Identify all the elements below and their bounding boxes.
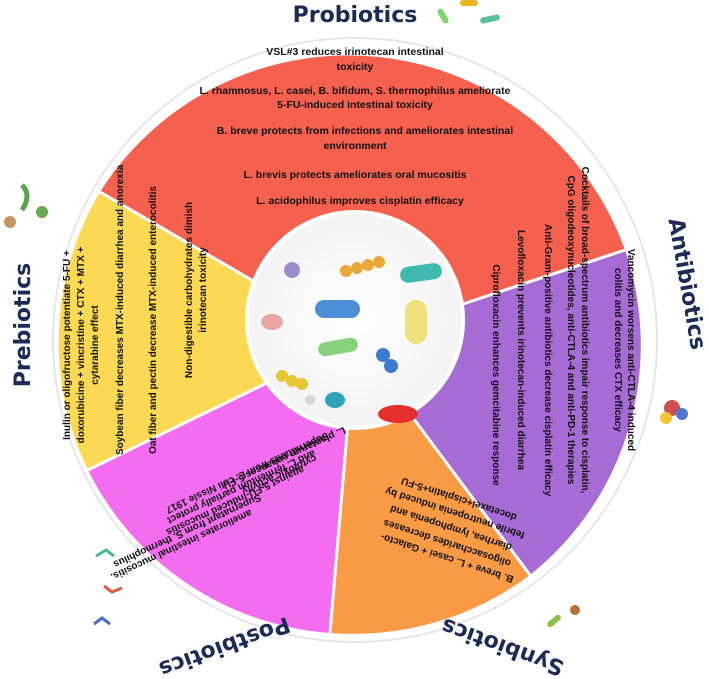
prebiotics-line-3: cytarabine effect — [90, 305, 101, 385]
antibiotics-line-4: CpG oligodeoxynucleotides, anti-CTLA-4 a… — [565, 176, 576, 485]
title-probiotics: Probiotics — [293, 3, 418, 28]
antibiotics-line-2: colitis and decreases CTX efficacy — [612, 268, 623, 432]
vegetable-icons-prebiotics — [4, 183, 48, 228]
prebiotics-line-7: irinotecan toxicity — [198, 247, 209, 333]
antibiotics-line-5: Anti-Gram-positive antibiotics decrease … — [542, 224, 553, 497]
title-postbiotics: Postbiotics — [155, 611, 293, 679]
pills-icon-antibiotics — [660, 400, 688, 424]
antibiotics-text: Vancomycin worsens anti-CTLA-4 induced c… — [490, 167, 636, 497]
probiotics-line-1: VSL#3 reduces irinotecan intestinal — [266, 46, 443, 58]
probiotics-line-6: environment — [323, 140, 387, 152]
prebiotics-line-2: doxorubicine + vincristine + CTX + MTX + — [76, 246, 87, 443]
bacteria-illustration — [261, 256, 442, 423]
prebiotics-line-5: Oat fiber and pectin decrease MTX-induce… — [148, 186, 159, 454]
bacteria-icons-probiotics — [437, 0, 500, 24]
prebiotics-line-6: Non-digestible carbohydrates dimish — [184, 202, 195, 378]
probiotics-line-3: L. rhamnosus, L. casei, B. bifidum, S. t… — [200, 85, 511, 97]
title-antibiotics: Antibiotics — [663, 216, 709, 352]
antibiotics-line-7: Ciprofloxacin enhances gemcitabine respo… — [490, 264, 501, 486]
probiotics-line-2: toxicity — [337, 61, 374, 73]
prebiotics-line-4: Soybean fiber decreases MTX-induced diar… — [115, 165, 126, 456]
probiotics-line-5: B. breve protects from infections and am… — [217, 125, 513, 137]
segment-probiotics — [100, 55, 625, 340]
prebiotics-line-1: Inulin or oligofructose potentiate 5-FU … — [62, 250, 73, 440]
title-prebiotics: Prebiotics — [11, 263, 36, 388]
antibiotics-line-1: Vancomycin worsens anti-CTLA-4 induced — [625, 249, 636, 451]
segment-prebiotics — [58, 192, 355, 470]
probiotics-line-4: 5-FU-induced intestinal toxicity — [277, 99, 433, 111]
probiotics-text: VSL#3 reduces irinotecan intestinal toxi… — [200, 46, 514, 207]
antibiotics-line-3: Cocktails of broad-spectrum antibiotics … — [579, 167, 590, 494]
probiotics-line-8: L. acidophilus improves cisplatin effica… — [256, 195, 464, 207]
segment-postbiotics — [88, 340, 355, 633]
antibiotics-line-6: Levofloxacin prevents irinotecan-induced… — [515, 230, 526, 471]
molecule-icons-postbiotics — [93, 548, 123, 626]
bacteria-icons-synbiotics — [547, 605, 580, 628]
probiotics-line-7: L. brevis protects ameliorates oral muco… — [244, 169, 467, 181]
center-bacteria-circle — [245, 210, 465, 430]
prebiotics-text: Inulin or oligofructose potentiate 5-FU … — [62, 165, 209, 456]
